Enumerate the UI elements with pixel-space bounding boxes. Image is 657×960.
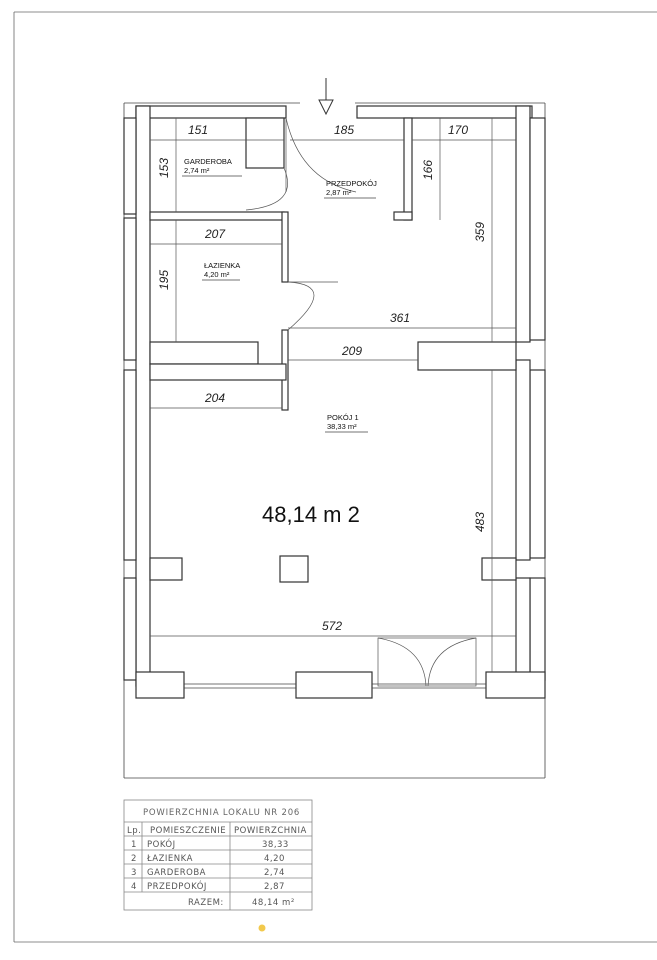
dimension-361: 361 bbox=[390, 311, 410, 325]
dimension-195: 195 bbox=[157, 270, 171, 290]
area-table-row-2-lp: 2 bbox=[131, 854, 137, 864]
windows bbox=[184, 683, 486, 689]
room-name-pokoj: POKÓJ 1 bbox=[327, 413, 359, 422]
area-table-header-area: POWIERZCHNIA bbox=[234, 826, 307, 836]
room-area-przedpokoj: 2,87 m² bbox=[326, 188, 352, 197]
room-area-lazienka: 4,20 m² bbox=[204, 270, 230, 279]
area-table-row-4-area: 2,87 bbox=[264, 882, 285, 892]
area-table-title: POWIERZCHNIA LOKALU NR 206 bbox=[143, 808, 300, 818]
area-table-row-3-lp: 3 bbox=[131, 868, 137, 878]
area-table-row-3-room: GARDEROBA bbox=[147, 868, 206, 878]
walls bbox=[123, 105, 546, 699]
area-table-row-2-room: ŁAZIENKA bbox=[146, 854, 193, 864]
room-label-pokoj: POKÓJ 1 38,33 m² bbox=[325, 413, 368, 433]
entrance-arrow-icon bbox=[318, 78, 334, 116]
dimension-185: 185 bbox=[334, 123, 354, 137]
room-name-przedpokoj: PRZEDPOKÓJ bbox=[326, 179, 377, 188]
area-table-row-4-room: PRZEDPOKÓJ bbox=[147, 880, 207, 892]
doors bbox=[245, 117, 477, 687]
area-table-row-1-area: 38,33 bbox=[262, 840, 289, 850]
dimension-153: 153 bbox=[157, 158, 171, 178]
room-label-przedpokoj: PRZEDPOKÓJ 2,87 m² bbox=[324, 179, 377, 199]
area-table-total-label: RAZEM: bbox=[188, 898, 224, 908]
dimension-209: 209 bbox=[341, 344, 362, 358]
room-label-lazienka: ŁAZIENKA 4,20 m² bbox=[202, 261, 240, 281]
dimension-lines bbox=[150, 118, 516, 672]
dimension-483: 483 bbox=[473, 512, 487, 532]
room-label-garderoba: GARDEROBA 2,74 m² bbox=[182, 157, 242, 177]
area-table-row-1-lp: 1 bbox=[131, 840, 137, 850]
dimension-572: 572 bbox=[322, 619, 342, 633]
total-area-label: 48,14 m 2 bbox=[262, 502, 360, 527]
dimension-170: 170 bbox=[448, 123, 468, 137]
area-table-row-1-room: POKÓJ bbox=[147, 838, 176, 850]
area-table-header-room: POMIESZCZENIE bbox=[150, 826, 226, 836]
dimension-359: 359 bbox=[473, 222, 487, 242]
room-area-garderoba: 2,74 m² bbox=[184, 166, 210, 175]
area-table-total-value: 48,14 m² bbox=[252, 898, 295, 908]
room-area-pokoj: 38,33 m² bbox=[327, 422, 357, 431]
dimension-204: 204 bbox=[204, 391, 225, 405]
room-name-lazienka: ŁAZIENKA bbox=[204, 261, 240, 270]
marker-dot bbox=[258, 924, 266, 932]
room-name-garderoba: GARDEROBA bbox=[184, 157, 232, 166]
area-table: POWIERZCHNIA LOKALU NR 206 Lp. POMIESZCZ… bbox=[123, 799, 313, 911]
area-table-row-2-area: 4,20 bbox=[264, 854, 285, 864]
dimension-166: 166 bbox=[421, 160, 435, 180]
area-table-row-3-area: 2,74 bbox=[264, 868, 285, 878]
dimension-207: 207 bbox=[204, 227, 226, 241]
area-table-header-lp: Lp. bbox=[127, 826, 141, 836]
area-table-row-4-lp: 4 bbox=[131, 882, 137, 892]
dimension-151: 151 bbox=[188, 123, 208, 137]
